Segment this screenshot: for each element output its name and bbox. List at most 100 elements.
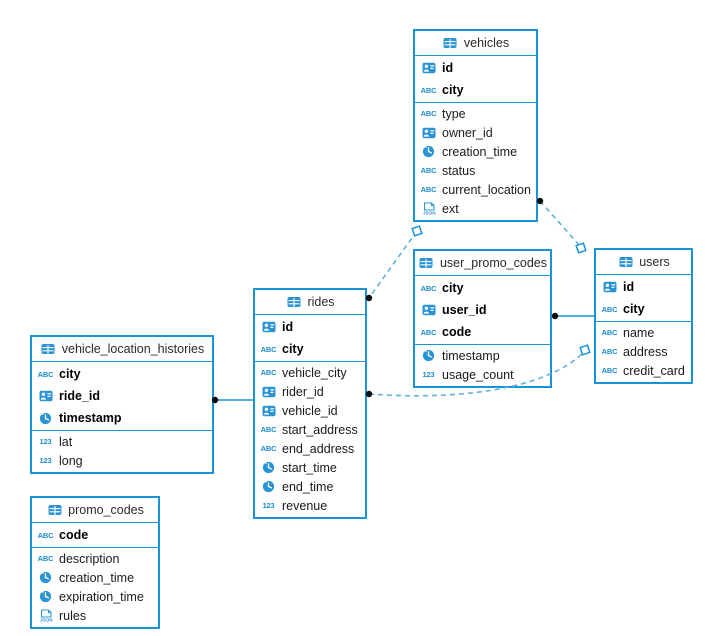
table-icon [617,256,634,268]
field-label: city [623,302,645,316]
table-header[interactable]: vehicle_location_histories [32,337,212,362]
field-row-id: id [415,57,536,79]
field-label: code [59,528,89,542]
table-icon [442,37,459,49]
field-label: lat [59,434,73,449]
table-header[interactable]: user_promo_codes [415,251,550,276]
field-label: rules [59,608,87,623]
id-card-icon [420,62,437,74]
text-type-icon: ABC [601,328,618,337]
table-header[interactable]: vehicles [415,31,536,56]
field-row-city: ABC city [255,338,365,360]
id-card-icon [420,304,437,316]
table-header[interactable]: promo_codes [32,498,158,523]
clock-icon [420,349,437,362]
table-icon [285,296,302,308]
field-row-id: id [255,316,365,338]
field-label: long [59,453,83,468]
field-label: creation_time [59,570,135,585]
clock-icon [37,590,54,603]
text-type-icon: ABC [420,166,437,175]
field-row-timestamp: timestamp [415,346,550,365]
table-name: vehicles [463,36,510,50]
field-label: timestamp [442,348,500,363]
field-row-expiration_time: expiration_time [32,587,158,606]
field-label: expiration_time [59,589,144,604]
field-row-city: ABC city [32,363,212,385]
field-label: user_id [442,303,487,317]
field-label: creation_time [442,144,518,159]
text-type-icon: ABC [37,530,54,540]
field-label: usage_count [442,367,514,382]
field-label: description [59,551,120,566]
field-label: city [442,281,464,295]
field-label: id [282,320,294,334]
clock-icon [420,145,437,158]
field-label: end_address [282,441,355,456]
table-icon [46,504,63,516]
field-label: city [59,367,81,381]
id-card-icon [420,127,437,139]
field-label: id [623,280,635,294]
table-header[interactable]: rides [255,290,365,315]
field-label: vehicle_city [282,365,347,380]
table-header[interactable]: users [596,250,691,275]
field-label: timestamp [59,411,122,425]
field-label: rider_id [282,384,324,399]
text-type-icon: ABC [420,109,437,118]
table-vehicle-location-histories[interactable]: vehicle_location_histories ABC city ride_i… [30,335,214,474]
clock-icon [260,461,277,474]
text-type-icon: ABC [420,327,437,337]
field-label: city [442,83,464,97]
text-type-icon: ABC [260,444,277,453]
relationship-square-marker [575,242,587,254]
table-name: user_promo_codes [439,256,547,270]
text-type-icon: ABC [260,425,277,434]
field-row-creation_time: creation_time [32,568,158,587]
field-row-rider_id: rider_id [255,382,365,401]
field-label: city [282,342,304,356]
id-card-icon [601,281,618,293]
id-card-icon [260,386,277,398]
field-row-ride_id: ride_id [32,385,212,407]
field-label: credit_card [623,363,685,378]
relationship-vehicles-rides [368,230,418,299]
text-type-icon: ABC [601,366,618,375]
relationship-square-marker [579,344,591,356]
field-label: id [442,61,454,75]
field-row-vehicle_id: vehicle_id [255,401,365,420]
field-label: start_address [282,422,358,437]
text-type-icon: ABC [260,344,277,354]
field-row-id: id [596,276,691,298]
text-type-icon: ABC [37,369,54,379]
field-row-end_time: end_time [255,477,365,496]
relationship-vehicles-users [539,200,581,247]
field-label: ride_id [59,389,100,403]
